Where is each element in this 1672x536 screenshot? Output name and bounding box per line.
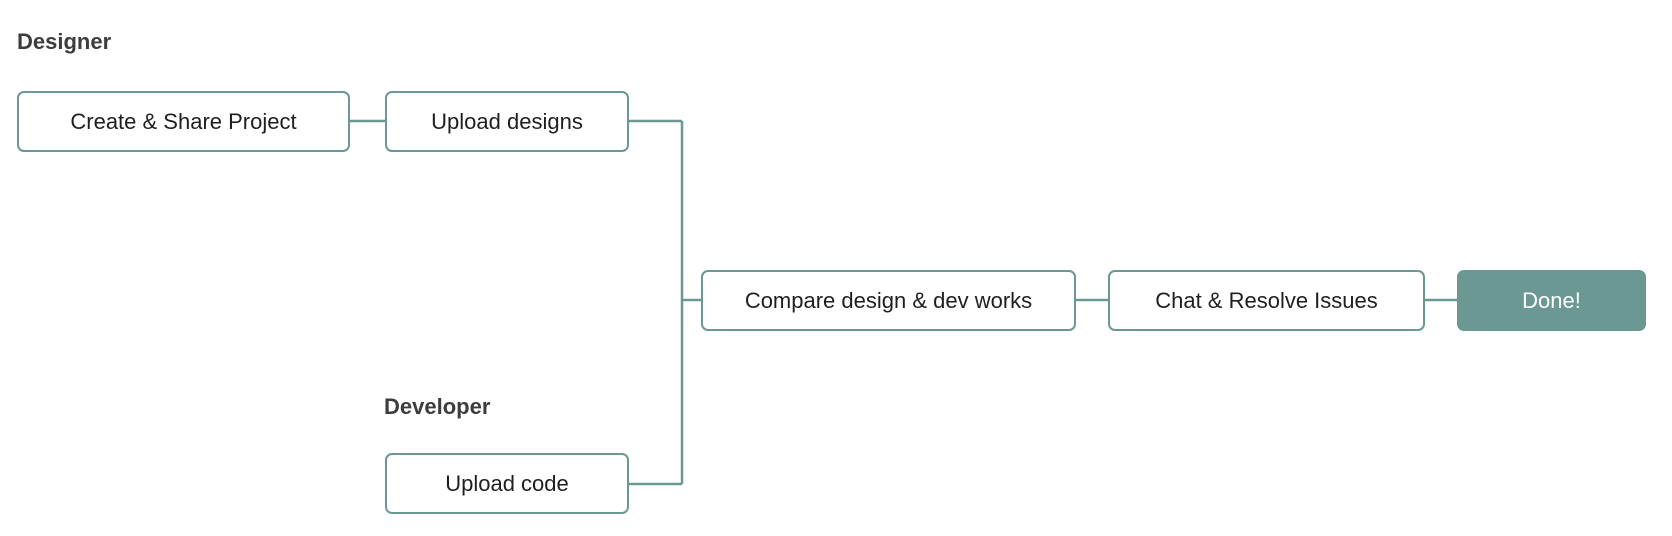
- done-node: Done!: [1457, 270, 1646, 331]
- chat-resolve-label: Chat & Resolve Issues: [1155, 287, 1378, 313]
- compare-works-node: Compare design & dev works: [701, 270, 1076, 331]
- create-share-project-label: Create & Share Project: [70, 108, 297, 134]
- upload-designs-node: Upload designs: [385, 91, 629, 152]
- compare-works-label: Compare design & dev works: [744, 287, 1033, 313]
- developer-lane-label: Developer: [384, 394, 491, 419]
- upload-designs-label: Upload designs: [431, 108, 583, 134]
- upload-code-node: Upload code: [385, 453, 629, 514]
- upload-code-label: Upload code: [445, 470, 569, 496]
- designer-lane-label: Designer: [17, 29, 112, 54]
- done-label: Done!: [1522, 287, 1581, 313]
- chat-resolve-node: Chat & Resolve Issues: [1108, 270, 1425, 331]
- create-share-project-node: Create & Share Project: [17, 91, 350, 152]
